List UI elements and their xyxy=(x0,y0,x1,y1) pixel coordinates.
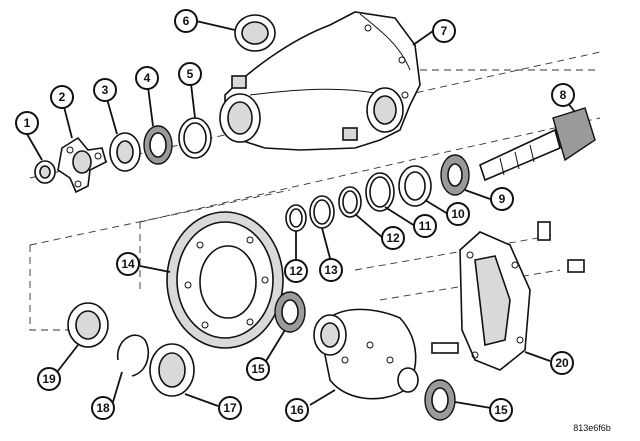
svg-text:8: 8 xyxy=(560,88,567,102)
svg-text:14: 14 xyxy=(121,257,135,271)
pinion-bearing-cup xyxy=(398,165,432,207)
callout-11: 11 xyxy=(413,214,437,238)
callout-12-upper: 12 xyxy=(381,226,405,250)
front-pinion-bearing xyxy=(143,125,173,165)
differential-housing xyxy=(219,11,421,151)
callout-6: 6 xyxy=(174,9,198,33)
svg-text:10: 10 xyxy=(451,207,465,221)
svg-text:12: 12 xyxy=(289,264,303,278)
svg-text:16: 16 xyxy=(290,403,304,417)
svg-text:1: 1 xyxy=(24,116,31,130)
callout-5: 5 xyxy=(178,62,202,86)
callout-3: 3 xyxy=(93,78,117,102)
collapsible-spacer xyxy=(338,186,362,218)
callout-16: 16 xyxy=(285,398,309,422)
differential-bearing-upper xyxy=(274,291,306,333)
callouts: 1 2 3 4 5 6 7 8 9 10 11 12 12 13 14 15 1… xyxy=(15,9,575,422)
svg-text:15: 15 xyxy=(494,403,508,417)
callout-15-lower: 15 xyxy=(489,398,513,422)
differential-case xyxy=(313,308,419,400)
front-bearing-cup xyxy=(178,117,212,159)
svg-text:5: 5 xyxy=(187,67,194,81)
callout-1: 1 xyxy=(15,111,39,135)
pinion-seal xyxy=(109,132,141,172)
callout-10: 10 xyxy=(446,202,470,226)
pinion-nut xyxy=(34,160,56,184)
fill-plug xyxy=(537,221,551,241)
svg-text:17: 17 xyxy=(223,401,237,415)
cover-bolt xyxy=(431,342,459,354)
drain-plug xyxy=(567,259,585,273)
shim-lower xyxy=(285,204,307,232)
bearing-spacer xyxy=(309,195,335,229)
drive-pinion-gear xyxy=(479,107,596,182)
callout-20: 20 xyxy=(550,351,574,375)
axle-bearing xyxy=(67,302,109,348)
svg-text:11: 11 xyxy=(419,219,432,233)
companion-flange xyxy=(57,136,107,194)
svg-text:4: 4 xyxy=(144,71,151,85)
callout-13: 13 xyxy=(319,258,343,282)
differential-bearing-lower xyxy=(424,379,456,421)
callout-18: 18 xyxy=(91,396,115,420)
callout-14: 14 xyxy=(116,252,140,276)
svg-text:7: 7 xyxy=(441,24,448,38)
svg-text:9: 9 xyxy=(499,192,506,206)
svg-text:2: 2 xyxy=(59,90,66,104)
svg-text:15: 15 xyxy=(251,362,265,376)
callout-17: 17 xyxy=(218,396,242,420)
callout-8: 8 xyxy=(551,83,575,107)
pinion-shim xyxy=(365,172,395,212)
svg-text:20: 20 xyxy=(555,356,569,370)
callout-7: 7 xyxy=(432,19,456,43)
callout-12-lower: 12 xyxy=(284,259,308,283)
callout-15-upper: 15 xyxy=(246,357,270,381)
rear-bearing-cup xyxy=(234,14,276,52)
svg-text:3: 3 xyxy=(102,83,109,97)
svg-text:12: 12 xyxy=(386,231,400,245)
callout-2: 2 xyxy=(50,85,74,109)
callout-9: 9 xyxy=(490,187,514,211)
callout-4: 4 xyxy=(135,66,159,90)
svg-text:13: 13 xyxy=(324,263,338,277)
differential-cover xyxy=(459,231,531,371)
svg-text:6: 6 xyxy=(183,14,190,28)
ring-gear xyxy=(166,211,284,349)
axle-seal xyxy=(149,343,195,397)
svg-text:19: 19 xyxy=(42,372,56,386)
snap-ring xyxy=(117,334,149,377)
svg-text:18: 18 xyxy=(96,401,110,415)
rear-pinion-bearing xyxy=(440,154,470,196)
callout-19: 19 xyxy=(37,367,61,391)
reference-code: 813e6f6b xyxy=(573,423,611,433)
